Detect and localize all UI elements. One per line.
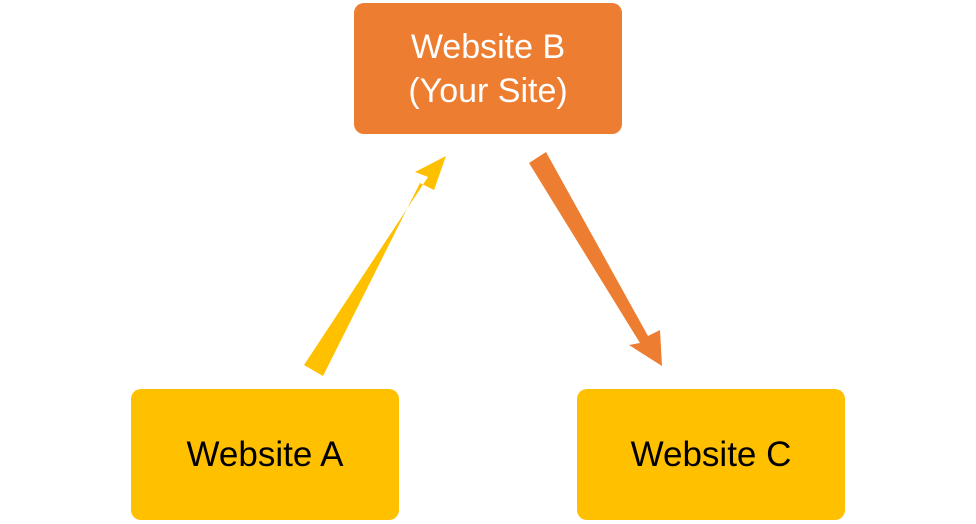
arrow-b-to-c xyxy=(529,152,662,366)
arrow-a-to-b xyxy=(304,156,446,376)
node-website-c-label: Website C xyxy=(630,434,792,474)
node-website-b-subtitle: (Your Site) xyxy=(408,71,568,110)
node-website-b: Website B (Your Site) xyxy=(354,3,622,134)
node-website-a-label: Website A xyxy=(186,434,344,474)
node-website-b-title: Website B xyxy=(410,27,566,66)
node-website-a: Website A xyxy=(131,389,399,520)
node-website-c: Website C xyxy=(577,389,845,520)
